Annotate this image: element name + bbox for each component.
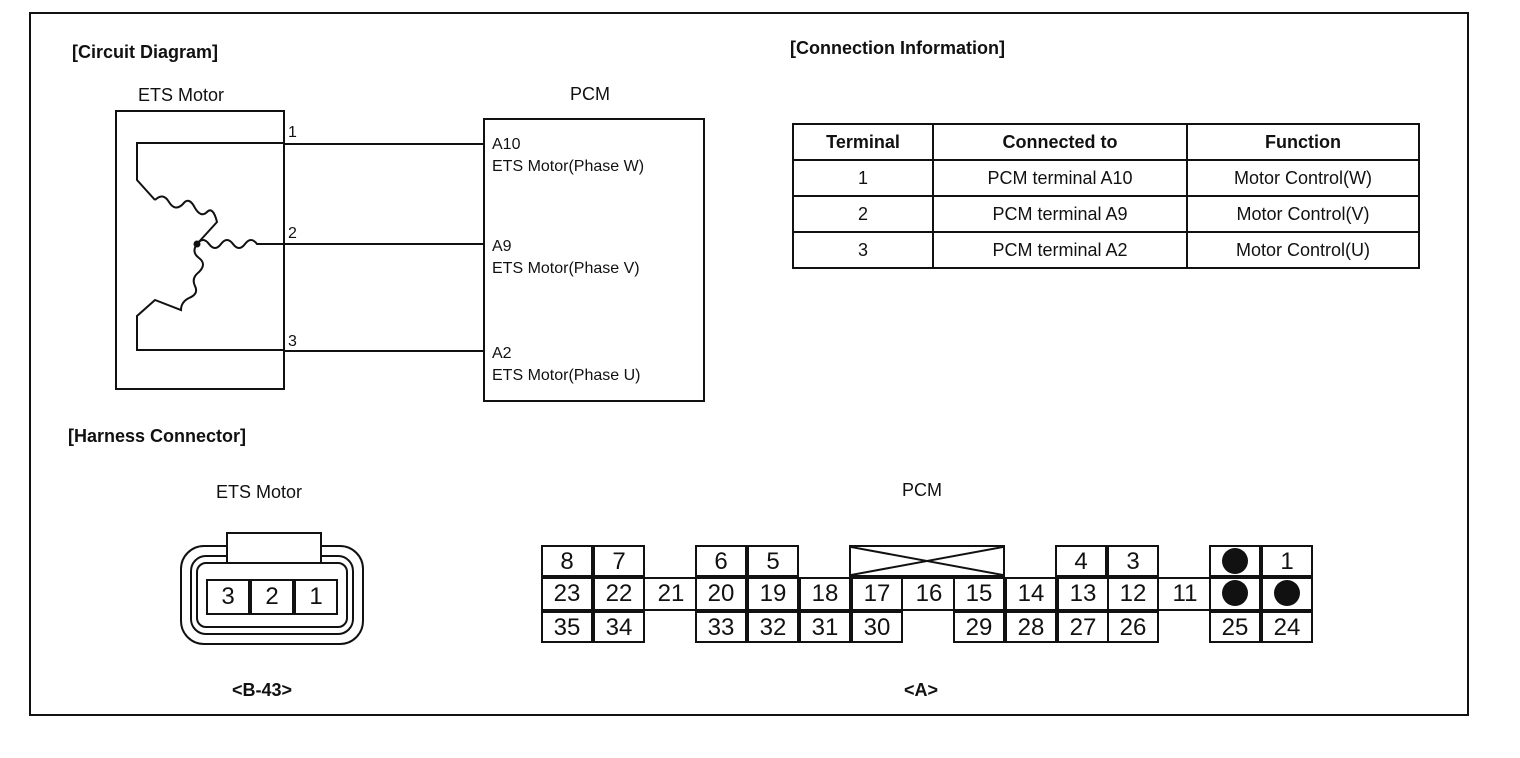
pcm-pin: 3: [1107, 545, 1159, 577]
pcm-pin: 17: [851, 577, 903, 611]
filled-pin-icon: [1222, 547, 1248, 574]
pcm-pin: 21: [657, 580, 685, 607]
pcm-pin: 14: [1005, 577, 1057, 611]
ets-connector-latch: [226, 532, 322, 562]
table-header-row: Terminal Connected to Function: [792, 123, 1420, 161]
circuit-diagram-header: [Circuit Diagram]: [72, 42, 219, 62]
filled-pin-icon: [1274, 579, 1300, 606]
pcm-pin: 29: [953, 611, 1005, 643]
table-cell: 1: [792, 159, 934, 197]
pcm-pin: 6: [695, 545, 747, 577]
table-cell: 3: [792, 231, 934, 269]
ets-connector-label: ETS Motor: [216, 482, 303, 502]
pcm-pin: 26: [1107, 611, 1159, 643]
pcm-pin: 15: [953, 577, 1005, 611]
pcm-connector-label: PCM: [902, 480, 942, 500]
pcm-pin: 32: [747, 611, 799, 643]
pcm-pin: 25: [1209, 611, 1261, 643]
ets-connector-face: [196, 562, 348, 628]
table-cell: 2: [792, 195, 934, 233]
pcm-terminal-desc: ETS Motor(Phase U): [492, 367, 641, 384]
pcm-terminal-pin: A10: [492, 136, 521, 153]
pcm-terminal-desc: ETS Motor(Phase W): [492, 158, 645, 175]
pcm-pin: 7: [593, 545, 645, 577]
wire-phase-w: [285, 143, 483, 145]
connection-info-header: [Connection Information]: [790, 38, 1005, 58]
table-cell: PCM terminal A10: [932, 159, 1188, 197]
table-cell: Motor Control(U): [1186, 231, 1420, 269]
wire-phase-v: [285, 243, 483, 245]
pcm-box: [483, 118, 705, 402]
pcm-pin: 34: [593, 611, 645, 643]
motor-winding-icon: [136, 142, 285, 351]
ets-connector-pin: 3: [206, 579, 250, 615]
pcm-pin: 30: [851, 611, 903, 643]
pcm-key-cross-icon: [849, 545, 1005, 577]
pcm-pin: 27: [1057, 611, 1109, 643]
pcm-pin: 22: [593, 577, 645, 611]
ets-connector-caption: <B-43>: [232, 680, 293, 700]
pcm-terminal-desc: ETS Motor(Phase V): [492, 260, 640, 277]
pcm-pin: 1: [1261, 545, 1313, 577]
table-cell: PCM terminal A2: [932, 231, 1188, 269]
wire-phase-u: [285, 350, 483, 352]
pcm-pin: 13: [1057, 577, 1109, 611]
table-row: 1 PCM terminal A10 Motor Control(W): [792, 159, 1420, 197]
pcm-label: PCM: [570, 84, 610, 104]
pcm-pin: 18: [799, 577, 851, 611]
filled-pin-icon: [1222, 579, 1248, 606]
pcm-pin: 20: [695, 577, 747, 611]
pcm-pin: 5: [747, 545, 799, 577]
pcm-pin: 24: [1261, 611, 1313, 643]
pcm-pin: 8: [541, 545, 593, 577]
pcm-pin-dot: [1261, 577, 1313, 611]
col-function: Function: [1186, 123, 1420, 161]
ets-motor-label: ETS Motor: [138, 85, 225, 105]
col-terminal: Terminal: [792, 123, 934, 161]
motor-pin-1: 1: [288, 124, 297, 141]
pcm-pin-dot: [1209, 577, 1261, 611]
motor-pin-2: 2: [288, 225, 297, 242]
ets-motor-box: [115, 110, 285, 390]
diagram-frame: [29, 12, 1469, 716]
pcm-pin: 23: [541, 577, 593, 611]
pcm-pin: 28: [1005, 611, 1057, 643]
pcm-terminal-a9: A9 ETS Motor(Phase V): [492, 236, 640, 280]
pcm-pin-dot: [1209, 545, 1261, 577]
pcm-pin: 19: [747, 577, 799, 611]
pcm-pin: 35: [541, 611, 593, 643]
table-cell: Motor Control(W): [1186, 159, 1420, 197]
table-row: 3 PCM terminal A2 Motor Control(U): [792, 231, 1420, 269]
table-cell: PCM terminal A9: [932, 195, 1188, 233]
motor-pin-3: 3: [288, 333, 297, 350]
connection-table: Terminal Connected to Function 1 PCM ter…: [792, 123, 1420, 269]
pcm-terminal-pin: A2: [492, 345, 512, 362]
harness-connector-header: [Harness Connector]: [68, 426, 247, 446]
pcm-connector-caption: <A>: [904, 680, 939, 700]
pcm-terminal-a10: A10 ETS Motor(Phase W): [492, 134, 644, 178]
pcm-pin: 33: [695, 611, 747, 643]
pcm-pin: 4: [1055, 545, 1107, 577]
pcm-pin: 16: [915, 580, 943, 607]
pcm-pin: 12: [1107, 577, 1159, 611]
ets-connector-pin: 1: [294, 579, 338, 615]
col-connected-to: Connected to: [932, 123, 1188, 161]
pcm-terminal-pin: A9: [492, 238, 512, 255]
table-row: 2 PCM terminal A9 Motor Control(V): [792, 195, 1420, 233]
table-cell: Motor Control(V): [1186, 195, 1420, 233]
pcm-pin: 31: [799, 611, 851, 643]
pcm-terminal-a2: A2 ETS Motor(Phase U): [492, 343, 640, 387]
pcm-pin: 11: [1172, 580, 1198, 607]
ets-connector-pin: 2: [250, 579, 294, 615]
